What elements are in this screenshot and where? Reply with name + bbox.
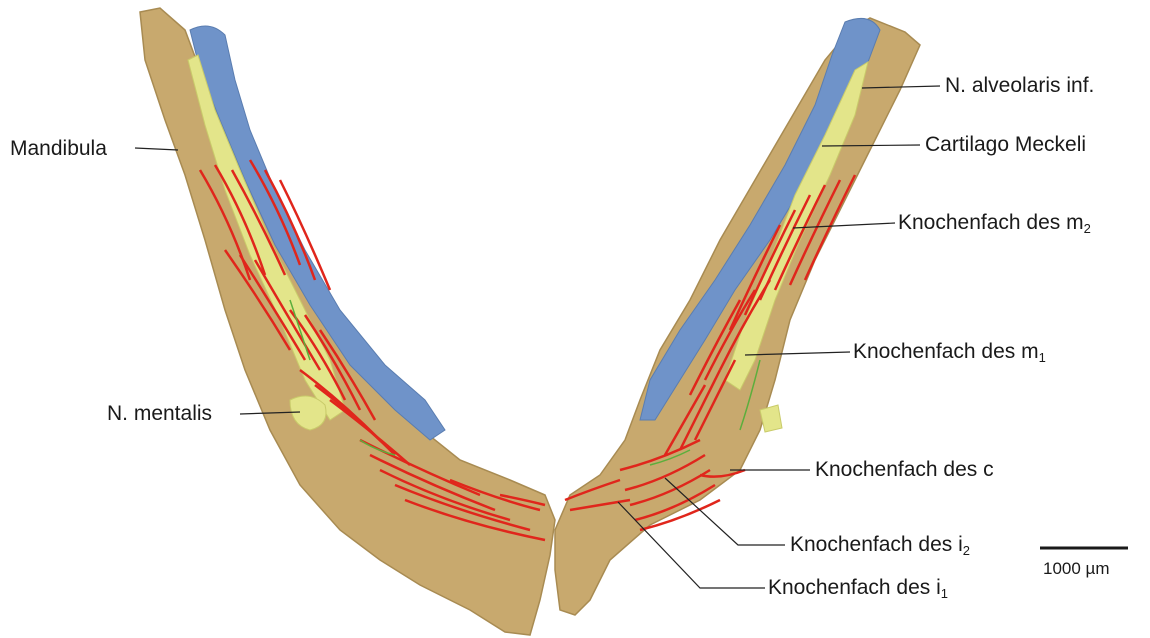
label-c: Knochenfach des c — [815, 459, 994, 480]
right-hemimandible — [555, 18, 920, 615]
label-m1-sub: 1 — [1039, 350, 1046, 365]
label-m2-text: Knochenfach des m — [898, 211, 1084, 234]
label-i2-sub: 2 — [963, 543, 970, 558]
label-i1: Knochenfach des i1 — [768, 577, 948, 600]
label-n-mentalis: N. mentalis — [107, 403, 212, 424]
label-cartilago: Cartilago Meckeli — [925, 134, 1086, 155]
label-mandibula: Mandibula — [10, 138, 107, 159]
label-m1-text: Knochenfach des m — [853, 340, 1039, 363]
label-i1-sub: 1 — [941, 586, 948, 601]
label-i1-text: Knochenfach des i — [768, 576, 941, 599]
scale-bar-label: 1000 µm — [1043, 560, 1110, 577]
leader-mandibula — [135, 148, 178, 150]
label-m2: Knochenfach des m2 — [898, 212, 1091, 235]
left-hemimandible — [140, 8, 555, 635]
label-i2: Knochenfach des i2 — [790, 534, 970, 557]
label-n-alveolaris: N. alveolaris inf. — [945, 75, 1094, 96]
label-m1: Knochenfach des m1 — [853, 341, 1046, 364]
right-nerve-fragment — [760, 405, 782, 432]
label-i2-text: Knochenfach des i — [790, 533, 963, 556]
label-m2-sub: 2 — [1084, 221, 1091, 236]
